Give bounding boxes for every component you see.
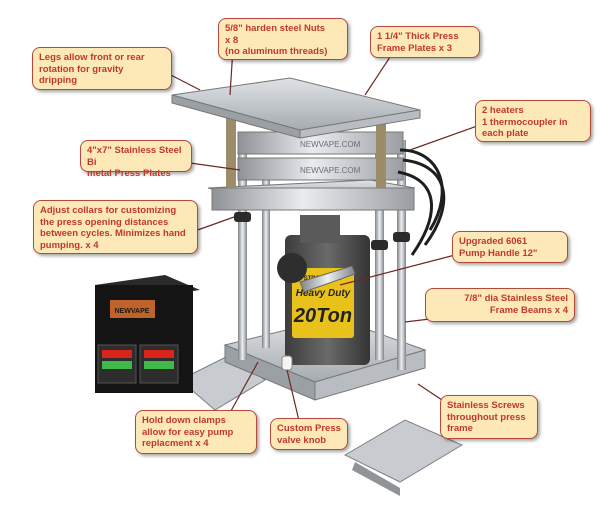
adjust-collar bbox=[234, 212, 251, 222]
adjust-collar bbox=[371, 240, 388, 250]
callout-clamps: Hold down clamps allow for easy pump rep… bbox=[135, 410, 257, 454]
frame-beams bbox=[234, 140, 410, 370]
valve-knob bbox=[281, 355, 293, 371]
callout-legs: Legs allow front or rear rotation for gr… bbox=[32, 47, 172, 90]
press-plates: NEWVAPE.COM NEWVAPE.COM bbox=[237, 131, 404, 181]
temperature-controller: NEWVAPE bbox=[95, 275, 200, 393]
callout-heaters: 2 heaters 1 thermocoupler in each plate bbox=[475, 100, 591, 142]
hydraulic-jack: STRONGWAY Heavy Duty 20Ton bbox=[277, 215, 370, 371]
callout-valve-knob: Custom Press valve knob bbox=[270, 418, 348, 450]
jack-model: Heavy Duty bbox=[296, 288, 351, 299]
adjust-collar bbox=[393, 232, 410, 242]
pump-handle bbox=[299, 265, 356, 293]
callout-frame-plates: 1 1/4" Thick Press Frame Plates x 3 bbox=[370, 26, 480, 58]
callout-frame-beams: 7/8" dia Stainless Steel Frame Beams x 4 bbox=[425, 288, 575, 322]
callout-collars: Adjust collars for customizing the press… bbox=[33, 200, 198, 254]
frame-plate-lower bbox=[207, 179, 416, 211]
frame-plate-top bbox=[171, 77, 421, 139]
heater-cables bbox=[397, 148, 446, 256]
upper-plate-brand: NEWVAPE.COM bbox=[300, 140, 361, 149]
callout-pump-handle: Upgraded 6061 Pump Handle 12" bbox=[452, 231, 568, 263]
controller-brand: NEWVAPE bbox=[115, 308, 150, 315]
callout-press-plates: 4"x7" Stainless Steel Bi metal Press Pla… bbox=[80, 140, 192, 179]
jack-capacity: 20Ton bbox=[293, 305, 352, 327]
pump-socket bbox=[277, 253, 307, 283]
lower-plate-brand: NEWVAPE.COM bbox=[300, 166, 361, 175]
callout-nuts: 5/8" harden steel Nuts x 8 (no aluminum … bbox=[218, 18, 348, 60]
callout-screws: Stainless Screws throughout press frame bbox=[440, 395, 538, 439]
